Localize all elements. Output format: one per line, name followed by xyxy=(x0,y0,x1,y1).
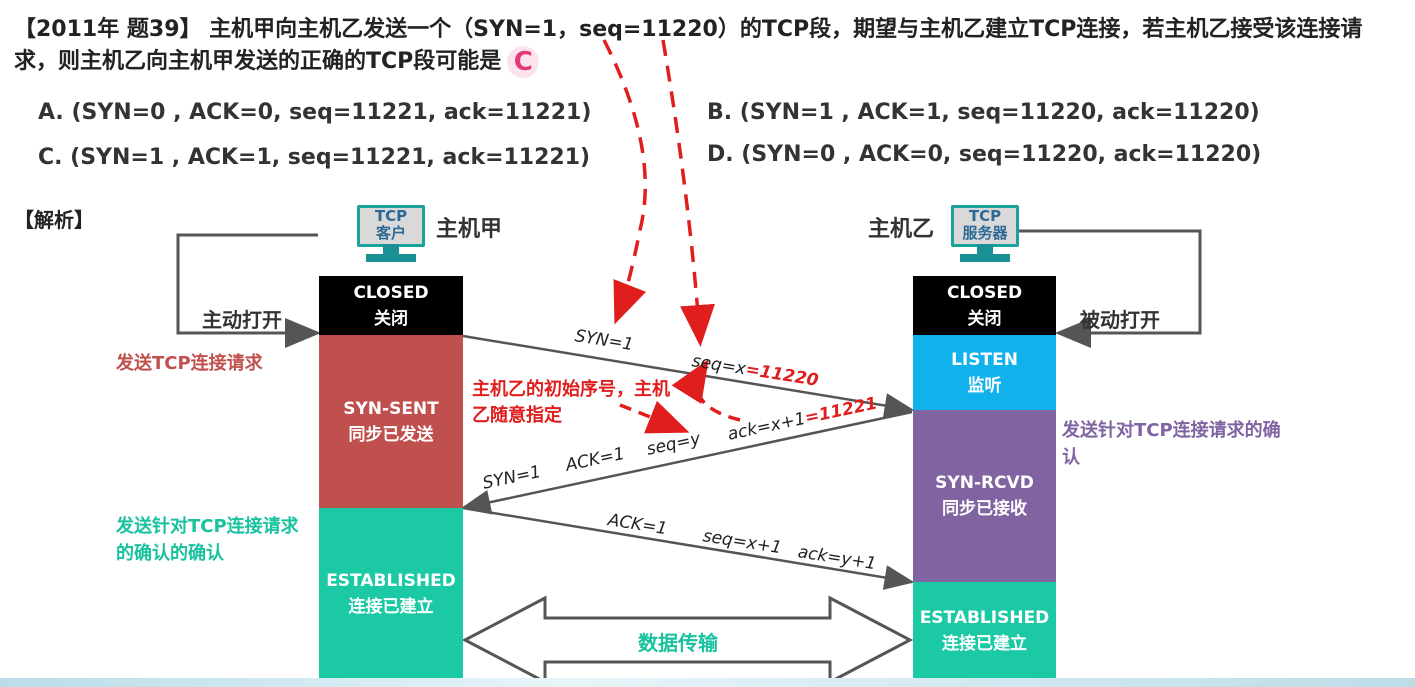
client-monitor-stand xyxy=(383,244,399,254)
analysis-label: 【解析】 xyxy=(14,208,94,232)
option-a: A. (SYN=0 , ACK=0, seq=11221, ack=11221) xyxy=(38,100,592,125)
option-c: C. (SYN=1 , ACK=1, seq=11221, ack=11221) xyxy=(38,145,591,170)
server-listen-zh: 监听 xyxy=(967,375,1002,396)
client-host-label: 主机甲 xyxy=(436,217,503,242)
data-transfer-label: 数据传输 xyxy=(638,631,718,655)
client-monitor-base xyxy=(366,254,416,262)
active-open-label: 主动打开 xyxy=(202,308,282,332)
client-monitor-line1: TCP xyxy=(374,207,408,225)
send-ack-ack-label: 发送针对TCP连接请求的确认的确认 xyxy=(116,516,299,564)
server-monitor-line1: TCP xyxy=(968,207,1002,225)
question-text: 【2011年 题39】 主机甲向主机乙发送一个（SYN=1，seq=11220）… xyxy=(14,14,1404,78)
active-open-arrow xyxy=(176,233,321,348)
server-established-zh: 连接已建立 xyxy=(942,634,1027,654)
server-closed-en: CLOSED xyxy=(946,282,1023,303)
red-dashed-arrow-seq xyxy=(661,39,715,347)
server-host-label: 主机乙 xyxy=(868,217,935,242)
question-body: 【2011年 题39】 主机甲向主机乙发送一个（SYN=1，seq=11220）… xyxy=(14,17,1363,74)
client-monitor-line2: 客户 xyxy=(375,224,406,242)
answer-badge: C xyxy=(507,46,540,78)
server-monitor-icon: TCP 服务器 xyxy=(951,205,1019,247)
server-closed-zh: 关闭 xyxy=(967,308,1002,329)
red-dashed-arrow-syn xyxy=(602,39,648,325)
server-state-syn-rcvd: SYN-RCVD 同步已接收 xyxy=(913,410,1056,582)
client-state-syn-sent: SYN-SENT 同步已发送 xyxy=(319,335,463,508)
server-listen-en: LISTEN xyxy=(951,349,1018,370)
client-established-en: ESTABLISHED xyxy=(326,571,456,591)
client-closed-zh: 关闭 xyxy=(374,308,408,329)
passive-open-arrow xyxy=(1018,229,1202,348)
server-state-established: ESTABLISHED 连接已建立 xyxy=(913,582,1056,680)
client-established-zh: 连接已建立 xyxy=(348,597,434,617)
data-transfer-arrow xyxy=(461,595,914,685)
client-state-established: ESTABLISHED 连接已建立 xyxy=(319,508,463,680)
server-monitor-base xyxy=(960,254,1010,262)
red-dashed-arrow-ack xyxy=(671,359,741,422)
ack-message-line xyxy=(462,506,915,590)
send-request-label: 发送TCP连接请求 xyxy=(116,353,263,374)
server-state-listen: LISTEN 监听 xyxy=(913,335,1056,410)
option-d: D. (SYN=0 , ACK=0, seq=11220, ack=11220) xyxy=(707,142,1262,167)
send-ack-label: 发送针对TCP连接请求的确认 xyxy=(1062,420,1281,468)
client-syn-sent-en: SYN-SENT xyxy=(343,398,439,419)
server-syn-rcvd-zh: 同步已接收 xyxy=(942,499,1027,519)
passive-open-label: 被动打开 xyxy=(1080,308,1160,332)
server-monitor-line2: 服务器 xyxy=(962,224,1008,242)
isn-note: 主机乙的初始序号，主机乙随意指定 xyxy=(472,379,670,426)
client-monitor-icon: TCP 客户 xyxy=(357,205,425,247)
server-established-en: ESTABLISHED xyxy=(919,608,1050,628)
server-state-closed: CLOSED 关闭 xyxy=(913,276,1056,335)
bottom-decor-band xyxy=(0,678,1415,687)
server-syn-rcvd-en: SYN-RCVD xyxy=(935,473,1034,493)
server-monitor-stand xyxy=(977,244,993,254)
client-state-closed: CLOSED 关闭 xyxy=(319,276,463,335)
client-closed-en: CLOSED xyxy=(353,282,429,303)
red-dashed-arrow-isn xyxy=(619,400,690,434)
client-syn-sent-zh: 同步已发送 xyxy=(348,424,434,445)
option-b: B. (SYN=1 , ACK=1, seq=11220, ack=11220) xyxy=(707,100,1260,125)
syn-ack-message-line xyxy=(460,410,913,515)
